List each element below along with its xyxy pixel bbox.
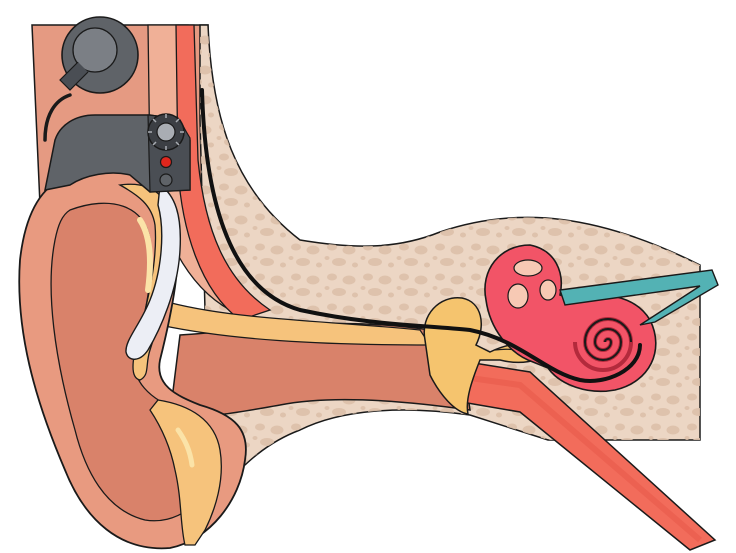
dial-icon: [148, 114, 184, 150]
temporal-bone: [200, 25, 700, 500]
button-icon: [160, 174, 172, 186]
led-indicator-icon: [161, 157, 172, 168]
